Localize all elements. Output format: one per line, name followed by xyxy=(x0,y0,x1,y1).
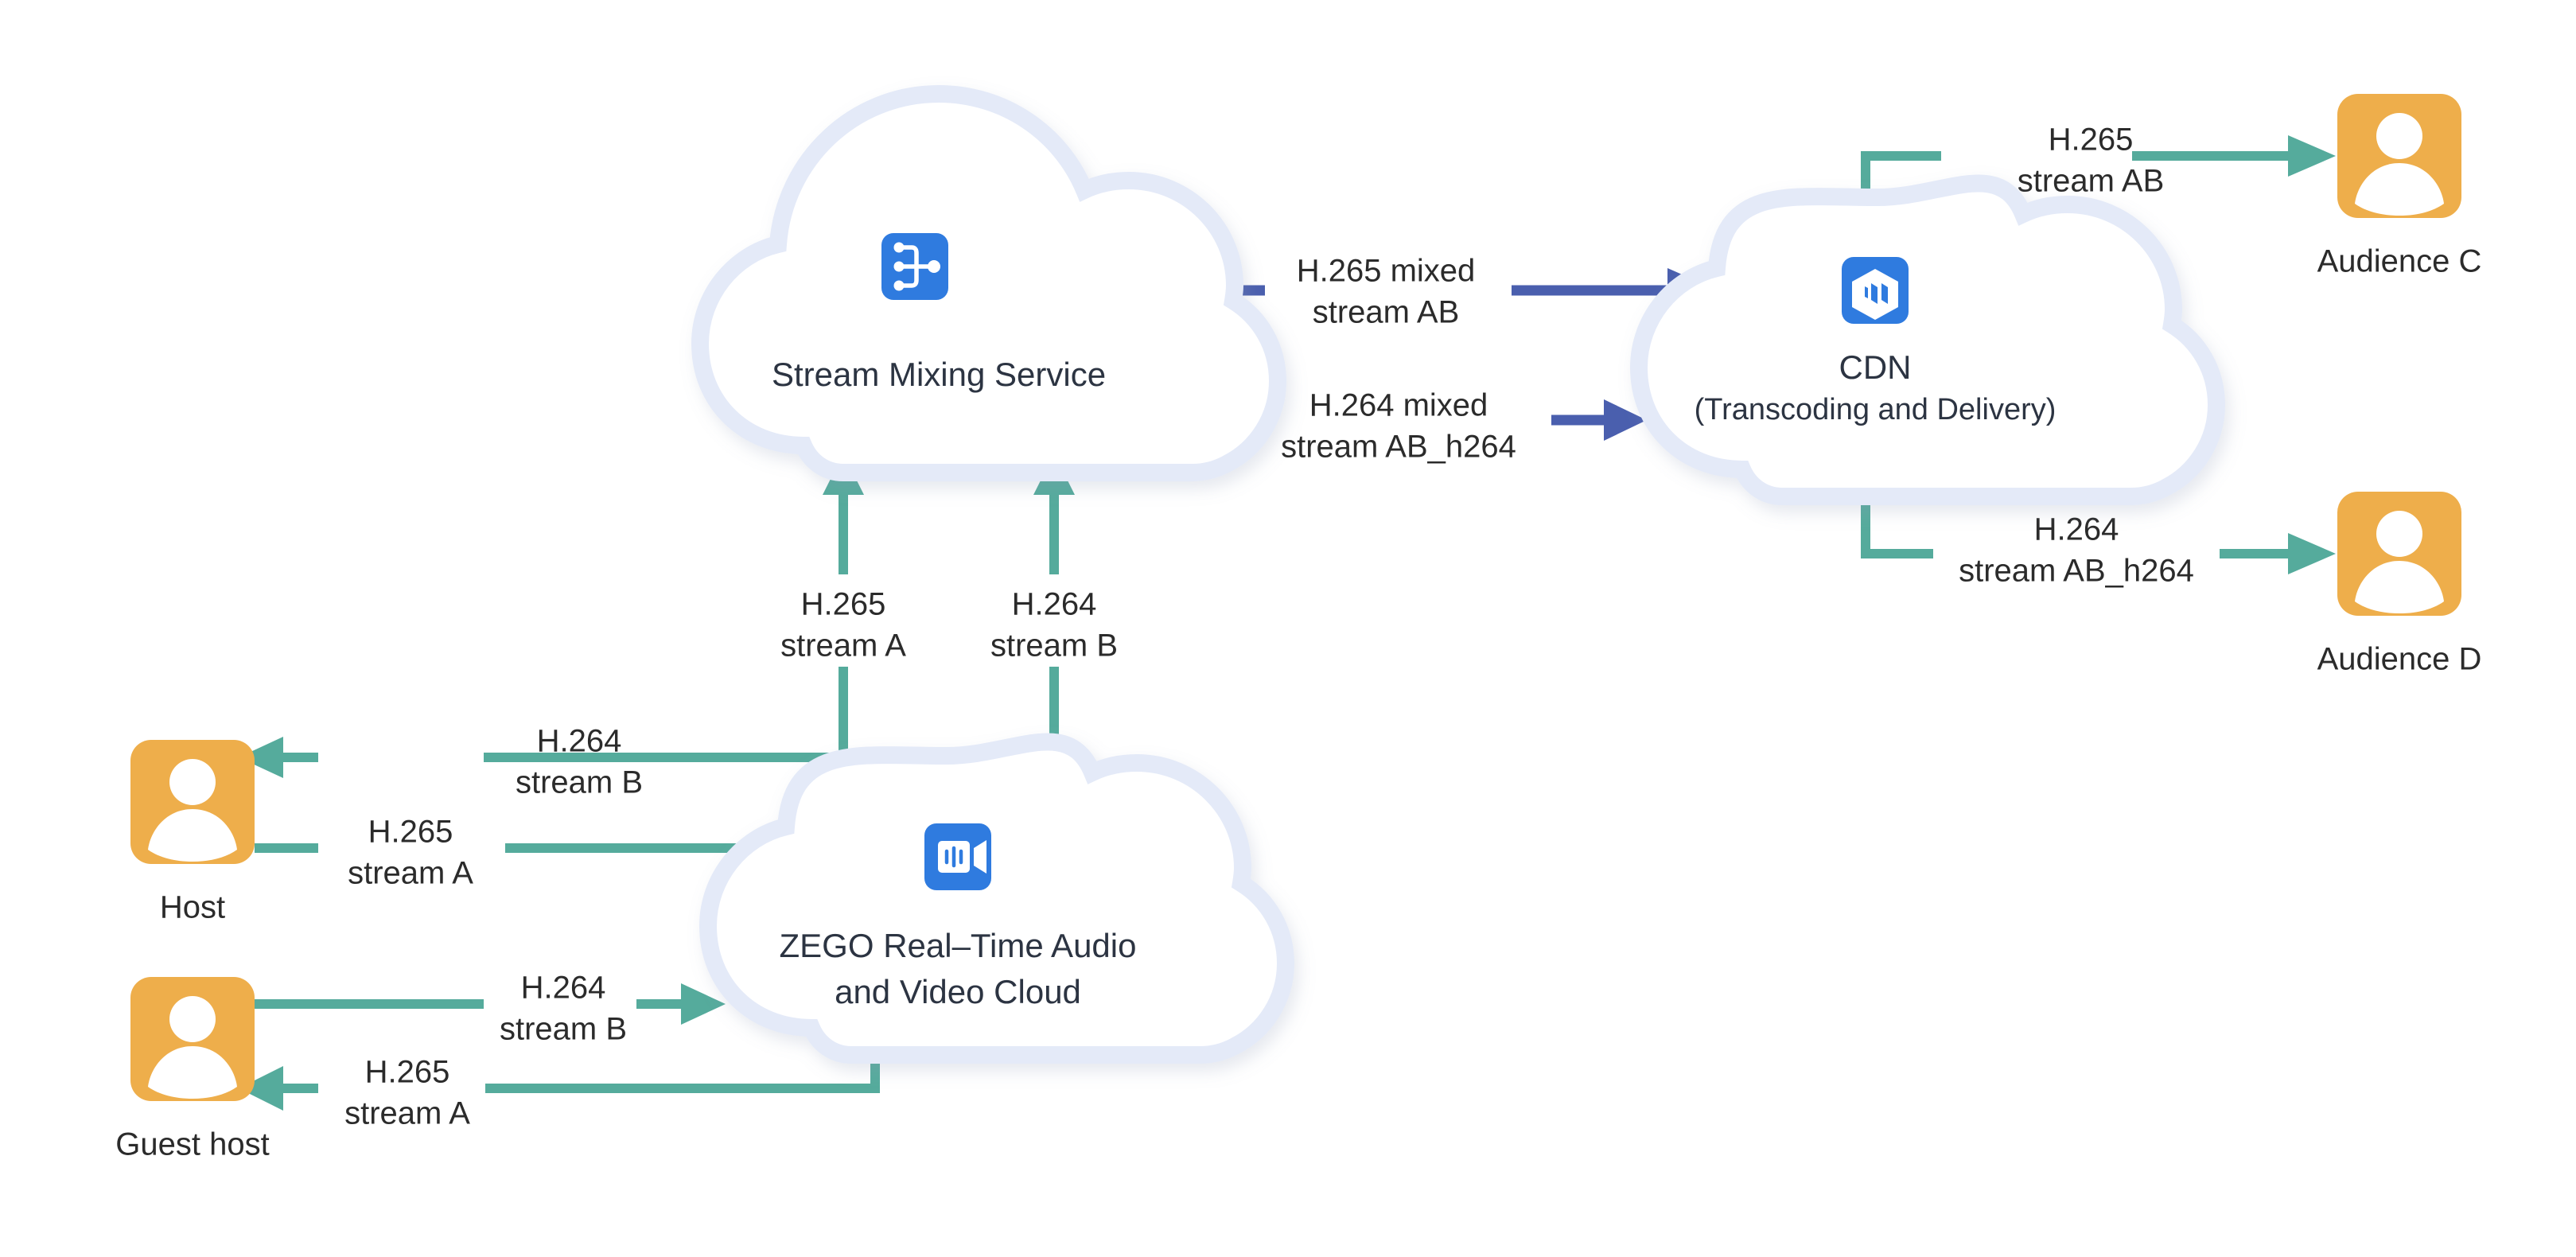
edge-mix-to-cdn-h264: H.264 mixed stream AB_h264 xyxy=(1169,388,1647,465)
node-sublabel-cdn: (Transcoding and Delivery) xyxy=(1695,393,2057,426)
edge-label-cdn-audd-line1: H.264 xyxy=(2034,512,2119,547)
node-label-host: Host xyxy=(160,890,225,925)
edge-label-zego-mix-h264b-line2: stream B xyxy=(990,628,1118,664)
icon-stream-mixing-wrap xyxy=(881,233,948,300)
node-label-zego-line2: and Video Cloud xyxy=(835,973,1081,1010)
person-icon xyxy=(2355,511,2444,613)
edge-label-zego-host-line1: H.264 xyxy=(537,724,622,759)
node-label-guest-host: Guest host xyxy=(115,1127,269,1162)
node-label-audience-c: Audience C xyxy=(2317,244,2482,279)
edge-label-cdn-audc-line2: stream AB xyxy=(2018,164,2165,199)
person-icon xyxy=(148,996,237,1099)
person-icon xyxy=(2355,113,2444,216)
cloud-shape-stream-mixing xyxy=(691,84,1287,481)
node-label-cdn: CDN xyxy=(1839,348,1912,386)
edge-label-mix-cdn-h264-line2: stream AB_h264 xyxy=(1281,430,1516,465)
edge-guest-to-zego-h264b: H.264 stream B xyxy=(255,971,726,1047)
edge-zego-to-host-h264b: H.264 stream B xyxy=(239,724,843,800)
node-host[interactable] xyxy=(130,740,255,864)
edge-label-host-zego-line1: H.265 xyxy=(368,815,453,850)
edge-label-mix-cdn-h265-line1: H.265 mixed xyxy=(1297,254,1476,289)
node-audience-d[interactable] xyxy=(2337,492,2461,616)
person-icon xyxy=(148,759,237,862)
edge-label-zego-guest-line1: H.265 xyxy=(365,1055,450,1090)
video-camera-icon xyxy=(938,840,986,874)
node-label-stream-mixing: Stream Mixing Service xyxy=(772,356,1106,393)
edge-label-zego-mix-h265a-line2: stream A xyxy=(780,628,906,664)
branch-split-icon xyxy=(893,242,940,291)
edge-label-zego-guest-line2: stream A xyxy=(344,1096,470,1131)
edge-label-mix-cdn-h265-line2: stream AB xyxy=(1313,295,1460,330)
edge-label-guest-zego-line2: stream B xyxy=(500,1012,627,1047)
node-guest-host[interactable] xyxy=(130,977,255,1101)
edge-label-zego-host-line2: stream B xyxy=(516,765,643,800)
cloud-shape-cdn xyxy=(1629,174,2226,505)
node-zego-cloud[interactable] xyxy=(698,733,1295,1064)
edge-label-cdn-audd-line2: stream AB_h264 xyxy=(1959,554,2194,589)
edge-label-mix-cdn-h264-line1: H.264 mixed xyxy=(1309,388,1488,423)
node-label-audience-d: Audience D xyxy=(2317,642,2482,677)
node-label-zego-line1: ZEGO Real–Time Audio xyxy=(780,927,1137,964)
cube-hexagon-icon xyxy=(1852,269,1898,320)
node-stream-mixing-service[interactable] xyxy=(691,84,1287,481)
cloud-shape-zego xyxy=(698,733,1295,1064)
edge-label-host-zego-line2: stream A xyxy=(348,856,473,891)
icon-zego-wrap xyxy=(924,823,991,890)
edge-label-zego-mix-h264b-line1: H.264 xyxy=(1012,587,1097,622)
node-audience-c[interactable] xyxy=(2337,94,2461,218)
edge-label-cdn-audc-line1: H.265 xyxy=(2049,123,2134,158)
icon-cdn-wrap xyxy=(1842,257,1909,324)
node-cdn[interactable] xyxy=(1629,174,2226,505)
edge-label-guest-zego-line1: H.264 xyxy=(521,971,606,1006)
edge-label-zego-mix-h265a-line1: H.265 xyxy=(801,587,886,622)
